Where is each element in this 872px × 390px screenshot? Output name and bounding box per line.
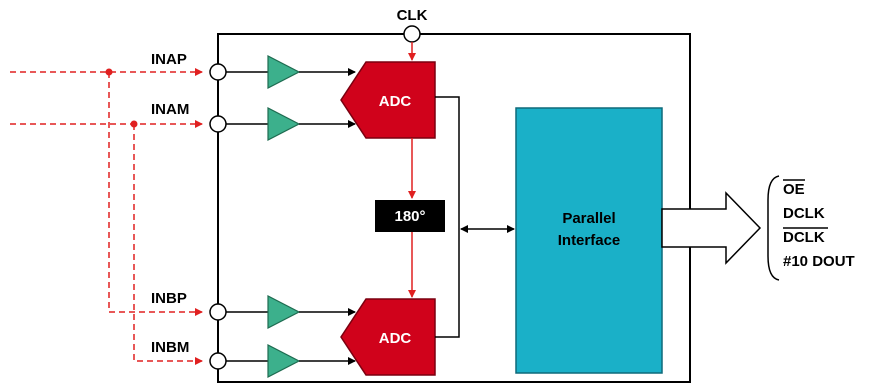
phase-shift-label: 180° [394, 208, 425, 225]
amplifier-inap [267, 55, 301, 89]
label-inbp: INBP [151, 290, 187, 307]
label-inap: INAP [151, 51, 187, 68]
output-dclk-bar: DCLK [783, 229, 825, 246]
adc-bottom-label: ADC [379, 330, 412, 347]
input-signal-lines [10, 68, 203, 365]
adc-top [340, 61, 436, 139]
junction-dot [105, 68, 113, 76]
output-dout: #10 DOUT [783, 253, 855, 270]
interface-label-line1: Parallel [562, 210, 615, 227]
pin-clk [403, 25, 421, 43]
junction-dot [130, 120, 138, 128]
phase-shift-block [375, 200, 445, 232]
amplifier-inbm [267, 344, 301, 378]
label-inbm: INBM [151, 339, 189, 356]
output-oe: OE [783, 181, 805, 198]
output-dclk: DCLK [783, 205, 825, 222]
adc-bottom [340, 298, 436, 376]
pin-inap [209, 63, 227, 81]
pin-inbp [209, 303, 227, 321]
output-brace [767, 175, 780, 281]
interface-label-line2: Interface [558, 232, 621, 249]
pin-inam [209, 115, 227, 133]
adc-top-label: ADC [379, 93, 412, 110]
adc-output-bus [435, 96, 460, 338]
parallel-interface-block [515, 107, 663, 374]
label-clk: CLK [397, 7, 428, 24]
pin-inbm [209, 352, 227, 370]
amplifier-inam [267, 107, 301, 141]
label-inam: INAM [151, 101, 189, 118]
output-bus-arrow [661, 191, 762, 265]
amplifier-inbp [267, 295, 301, 329]
